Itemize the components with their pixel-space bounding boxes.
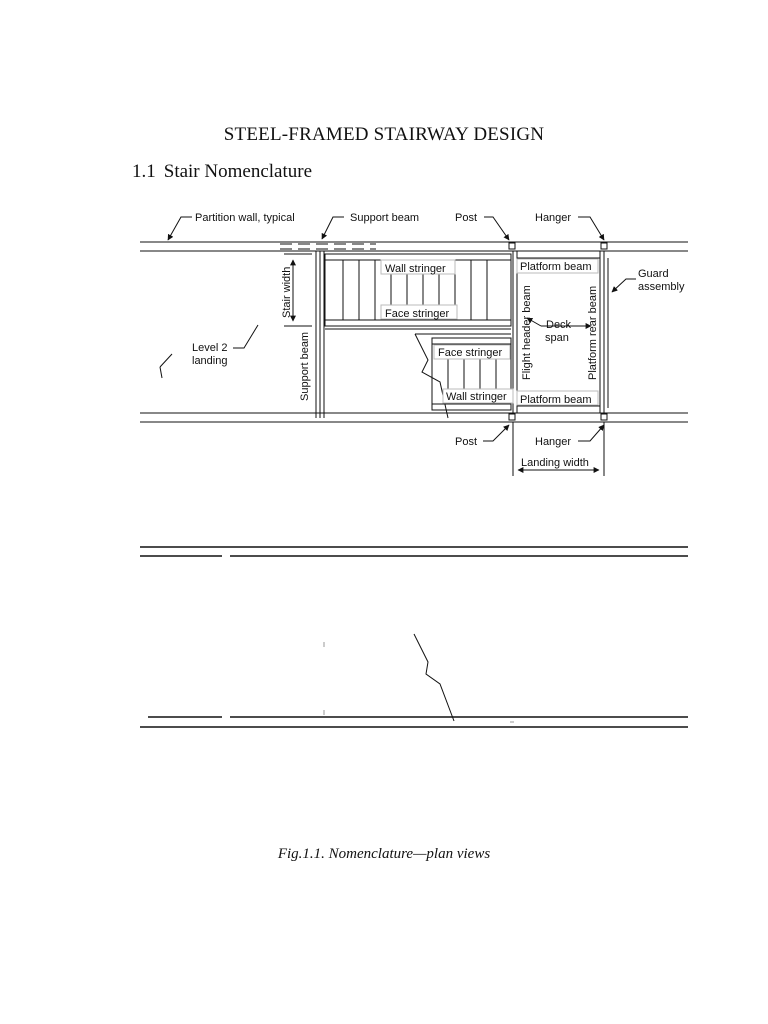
label-stair-width: Stair width — [281, 267, 293, 318]
label-deck-line1: Deck — [546, 319, 572, 331]
label-platform-beam-bottom: Platform beam — [520, 394, 592, 406]
label-post-bottom: Post — [455, 436, 477, 448]
landing-platform — [508, 242, 609, 421]
plan-view-bottom — [140, 546, 688, 728]
label-flight-header-beam: Flight header beam — [521, 285, 533, 380]
label-support-beam-side: Support beam — [299, 332, 311, 401]
label-face-stringer-bottom: Face stringer — [438, 347, 503, 359]
document-title: STEEL-FRAMED STAIRWAY DESIGN — [223, 124, 545, 145]
section-heading: 1.1 Stair Nomenclature — [132, 161, 312, 183]
label-platform-rear-beam: Platform rear beam — [587, 286, 599, 380]
plan-view-top — [140, 216, 688, 476]
partition-wall-lower — [140, 412, 688, 423]
section-title: Stair Nomenclature — [163, 161, 313, 182]
plan-view-top-labels: Partition wall, typical Support beam Pos… — [192, 212, 685, 469]
label-deck-line2: span — [545, 332, 569, 344]
label-level2-line2: landing — [192, 355, 227, 367]
label-boxes — [380, 258, 599, 406]
label-landing-width: Landing width — [521, 457, 589, 469]
label-hanger-bottom: Hanger — [535, 436, 571, 448]
label-face-stringer-top: Face stringer — [385, 308, 450, 320]
label-platform-beam-top: Platform beam — [520, 261, 592, 273]
stair-width-dimension — [284, 253, 312, 327]
label-wall-stringer-bottom: Wall stringer — [446, 391, 507, 403]
label-guard-line1: Guard — [638, 268, 669, 280]
label-wall-stringer-top: Wall stringer — [385, 263, 446, 275]
support-beam — [280, 243, 376, 418]
leader-lines — [159, 216, 636, 442]
label-support-beam-top: Support beam — [350, 212, 419, 224]
figure-caption: Fig.1.1. Nomenclature—plan views — [277, 846, 491, 862]
partition-wall-upper — [140, 241, 688, 252]
label-hanger-top: Hanger — [535, 212, 571, 224]
section-number: 1.1 — [132, 161, 156, 182]
label-partition-wall: Partition wall, typical — [195, 212, 295, 224]
label-level2-line1: Level 2 — [192, 342, 227, 354]
label-guard-line2: assembly — [638, 281, 685, 293]
label-post-top: Post — [455, 212, 477, 224]
